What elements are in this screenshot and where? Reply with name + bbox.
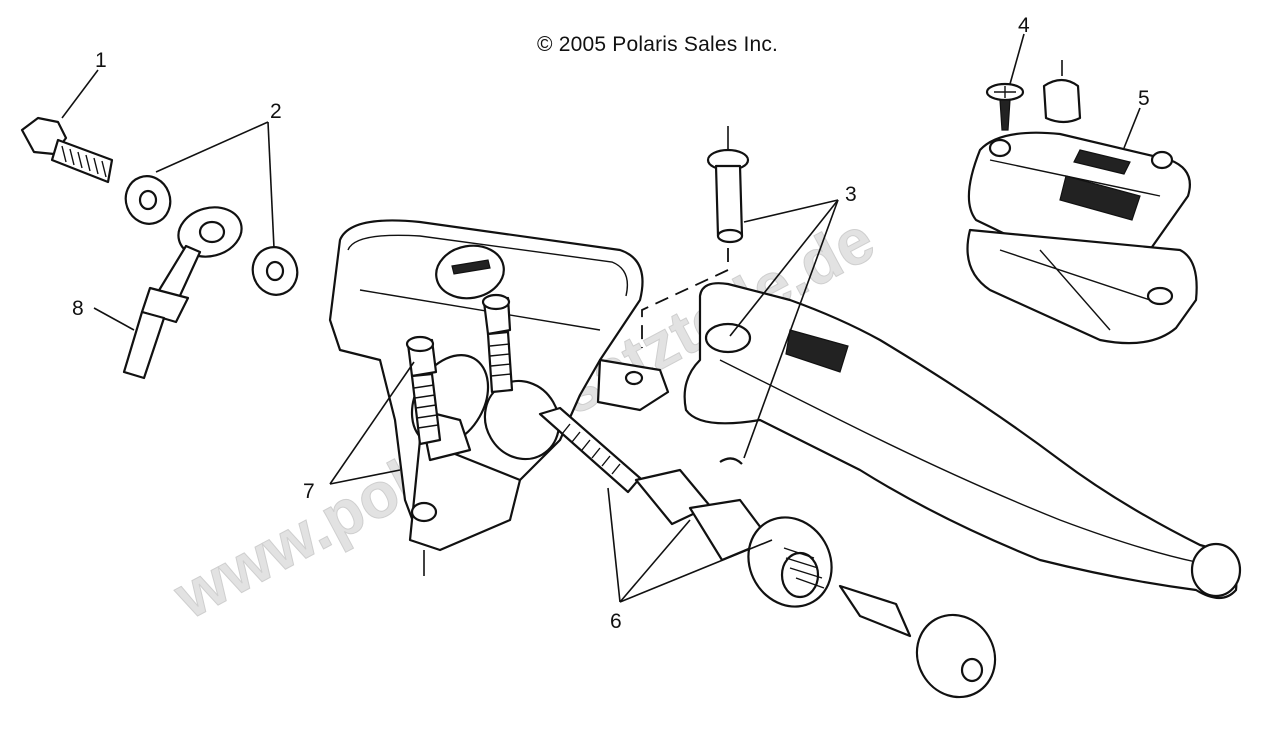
callout-3: 3: [845, 183, 857, 206]
reservoir-cover: [966, 131, 1198, 345]
crush-washers: [124, 175, 299, 296]
callout-2: 2: [270, 100, 282, 123]
banjo-bolt: [20, 116, 114, 184]
callout-6: 6: [610, 610, 622, 633]
callout-1: 1: [95, 49, 107, 72]
brake-line-fitting: [122, 206, 243, 380]
brake-lever: [683, 282, 1242, 600]
leader-lines: [61, 33, 1141, 603]
callout-7: 7: [303, 480, 315, 503]
callout-4: 4: [1018, 14, 1030, 37]
callout-5: 5: [1138, 87, 1150, 110]
piston-spring-assembly: [538, 406, 997, 699]
copyright-text: © 2005 Polaris Sales Inc.: [537, 33, 779, 56]
cover-screw: [985, 60, 1082, 131]
pivot-pin: [641, 126, 750, 465]
clamp-screws: [405, 293, 514, 446]
callout-8: 8: [72, 297, 84, 320]
